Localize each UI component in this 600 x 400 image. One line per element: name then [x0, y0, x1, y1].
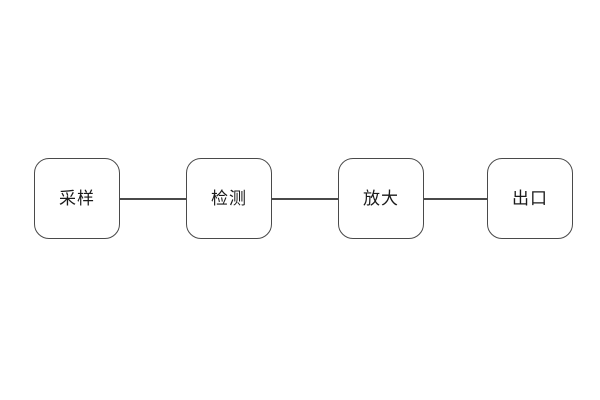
connector-sampling-detection [118, 198, 188, 200]
node-sampling-label: 采样 [59, 189, 95, 208]
node-detection-label: 检测 [211, 189, 247, 208]
connector-amplification-output [422, 198, 489, 200]
node-output: 出口 [487, 158, 573, 239]
node-amplification-label: 放大 [363, 189, 399, 208]
node-output-label: 出口 [512, 189, 548, 208]
node-detection: 检测 [186, 158, 272, 239]
node-sampling: 采样 [34, 158, 120, 239]
connector-detection-amplification [269, 198, 340, 200]
node-amplification: 放大 [338, 158, 424, 239]
